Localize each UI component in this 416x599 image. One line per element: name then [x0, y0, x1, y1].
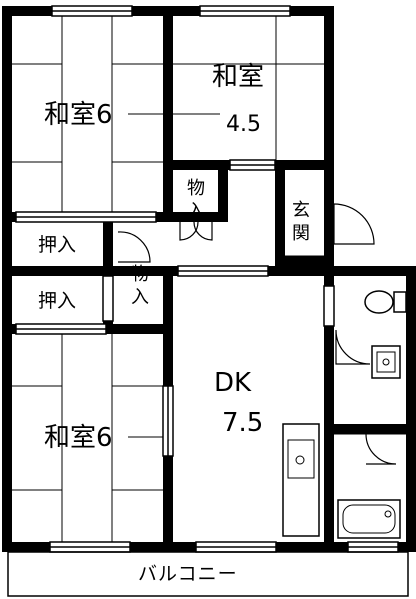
room-washitsu-bottom-left: 和室6	[44, 425, 113, 451]
room-size: 6	[96, 423, 113, 453]
room-washitsu-top-right: 和室	[212, 64, 264, 90]
room-storage-lower: 物入	[131, 264, 149, 308]
room-closet-lower: 押入	[38, 290, 77, 312]
room-dk-size: 7.5	[222, 408, 264, 438]
room-size: 6	[96, 100, 113, 130]
room-name: 和室	[44, 100, 97, 130]
thin-lines	[7, 16, 409, 597]
room-dk: DK	[214, 368, 252, 398]
room-name: 和室	[212, 62, 265, 92]
walls	[2, 6, 416, 552]
room-genkan: 玄関	[292, 200, 310, 244]
windows	[15, 5, 399, 553]
room-name: 和室	[44, 423, 97, 453]
room-balcony: バルコニー	[138, 563, 238, 585]
room-closet-upper: 押入	[38, 234, 77, 256]
doors	[117, 203, 397, 465]
room-size-top-right: 4.5	[226, 112, 261, 137]
room-storage-upper: 物入	[187, 178, 205, 222]
room-washitsu-top-left: 和室6	[44, 102, 113, 128]
